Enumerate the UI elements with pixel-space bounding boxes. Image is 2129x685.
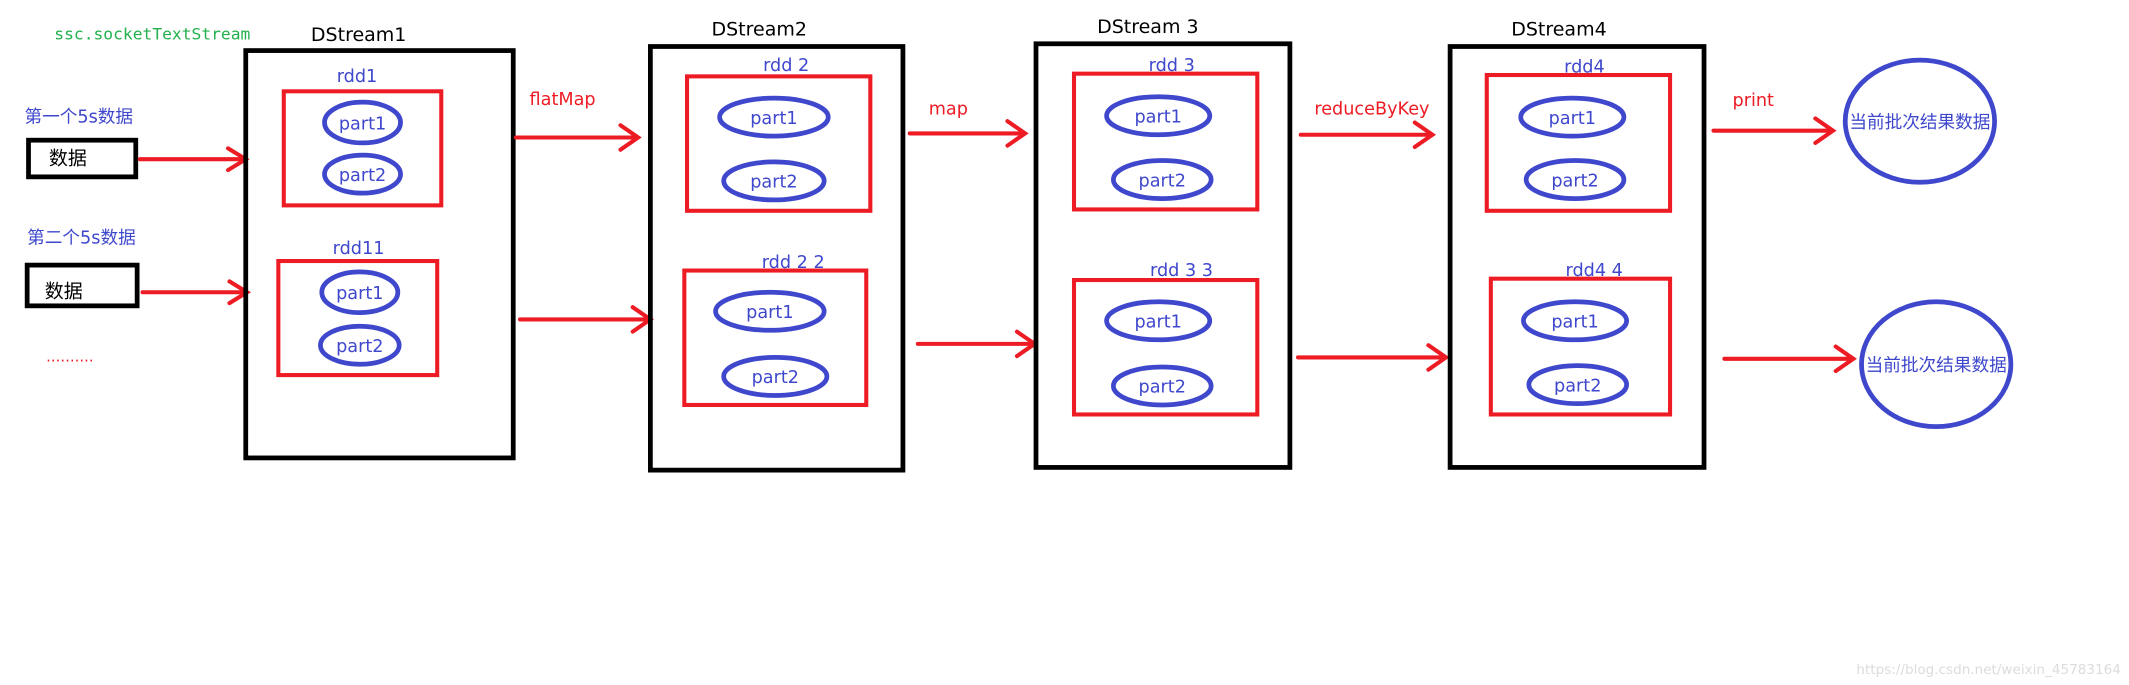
arrow <box>1722 344 1857 374</box>
partition-label: part1 <box>1551 313 1598 333</box>
dstream-1: DStream1 rdd1 part1 part2 rdd11 part1 pa… <box>243 24 516 461</box>
partition-label: part2 <box>1554 376 1601 396</box>
partition-label: part2 <box>750 173 797 193</box>
partition <box>1523 158 1627 201</box>
partition <box>1104 94 1213 138</box>
output-circle <box>1859 299 2014 430</box>
partition <box>1526 363 1629 406</box>
partition-label: part2 <box>1139 378 1186 398</box>
input-title-1: 第一个5s数据 <box>24 107 133 128</box>
output-label: 当前批次结果数据 <box>1849 112 1990 133</box>
rdd-label: rdd 3 3 <box>1150 261 1213 281</box>
input-box-2-label: 数据 <box>45 281 83 303</box>
input-box-1-label: 数据 <box>49 148 87 170</box>
dstream-3: DStream 3 rdd 3 part1 part2 rdd 3 3 part… <box>1033 16 1293 470</box>
dstream-4: DStream4 rdd4 part1 part2 rdd4 4 part1 p… <box>1447 19 1707 470</box>
ellipsis: .......... <box>46 348 93 366</box>
partition <box>319 269 401 316</box>
arrow <box>137 146 250 173</box>
partition <box>1521 299 1629 343</box>
partition-label: part2 <box>752 368 799 388</box>
output-circle <box>1842 57 1997 185</box>
rdd-box <box>685 74 873 213</box>
arrow <box>1298 120 1437 150</box>
partition-label: part2 <box>1551 171 1598 191</box>
rdd-box <box>281 89 444 208</box>
arrow <box>1711 116 1837 145</box>
partition <box>713 289 827 333</box>
arrow <box>915 329 1039 359</box>
op-reducebykey: reduceByKey <box>1314 99 1429 119</box>
partition-label: part1 <box>1134 313 1181 333</box>
source-label: ssc.socketTextStream <box>54 25 250 44</box>
partition <box>1111 364 1214 408</box>
dstream-label: DStream2 <box>711 19 806 41</box>
partition <box>1518 95 1627 139</box>
partition-label: part2 <box>336 337 383 357</box>
rdd-box <box>1488 276 1673 417</box>
rdd-box <box>682 268 869 407</box>
output-label: 当前批次结果数据 <box>1866 355 2007 376</box>
arrow <box>1296 343 1450 372</box>
rdd-label: rdd 2 <box>763 56 809 76</box>
partition <box>318 323 402 367</box>
rdd-label: rdd4 <box>1564 57 1605 77</box>
partition-label: part2 <box>1139 171 1186 191</box>
rdd-label: rdd 3 <box>1149 56 1195 76</box>
partition <box>721 159 827 203</box>
partition <box>721 355 830 398</box>
rdd-label: rdd 2 2 <box>762 253 825 273</box>
partition-label: part1 <box>336 284 383 304</box>
dstream-label: DStream 3 <box>1097 16 1199 38</box>
rdd-box <box>276 258 440 378</box>
partition <box>1111 158 1214 201</box>
rdd-label: rdd11 <box>333 239 385 259</box>
rdd-box <box>1071 278 1260 417</box>
rdd-label: rdd1 <box>337 67 378 87</box>
partition <box>1104 299 1213 343</box>
partition <box>322 152 403 196</box>
op-print: print <box>1733 91 1775 111</box>
watermark: https://blog.csdn.net/weixin_45783164 <box>1856 662 2120 678</box>
op-map: map <box>929 99 968 119</box>
arrow <box>513 123 642 152</box>
input-title-2: 第二个5s数据 <box>27 227 136 248</box>
rdd-box <box>1071 71 1260 212</box>
rdd-label: rdd4 4 <box>1566 261 1623 281</box>
partition-label: part2 <box>339 166 386 186</box>
partition-label: part1 <box>1134 108 1181 128</box>
op-flatmap: flatMap <box>530 90 596 110</box>
dstream-2: DStream2 rdd 2 part1 part2 rdd 2 2 part1… <box>648 19 906 473</box>
dstream-label: DStream4 <box>1511 19 1606 41</box>
partition <box>717 95 831 139</box>
arrow <box>907 119 1029 148</box>
arrow <box>517 305 654 334</box>
partition-label: part1 <box>750 109 797 129</box>
partition-label: part1 <box>746 303 793 323</box>
input-box-2 <box>24 262 140 309</box>
partition <box>322 99 403 146</box>
arrow <box>140 279 252 306</box>
dstream-label: DStream1 <box>311 24 406 46</box>
rdd-box <box>1484 72 1673 213</box>
partition-label: part1 <box>339 114 386 134</box>
input-box-1 <box>26 137 139 180</box>
partition-label: part1 <box>1549 109 1596 129</box>
